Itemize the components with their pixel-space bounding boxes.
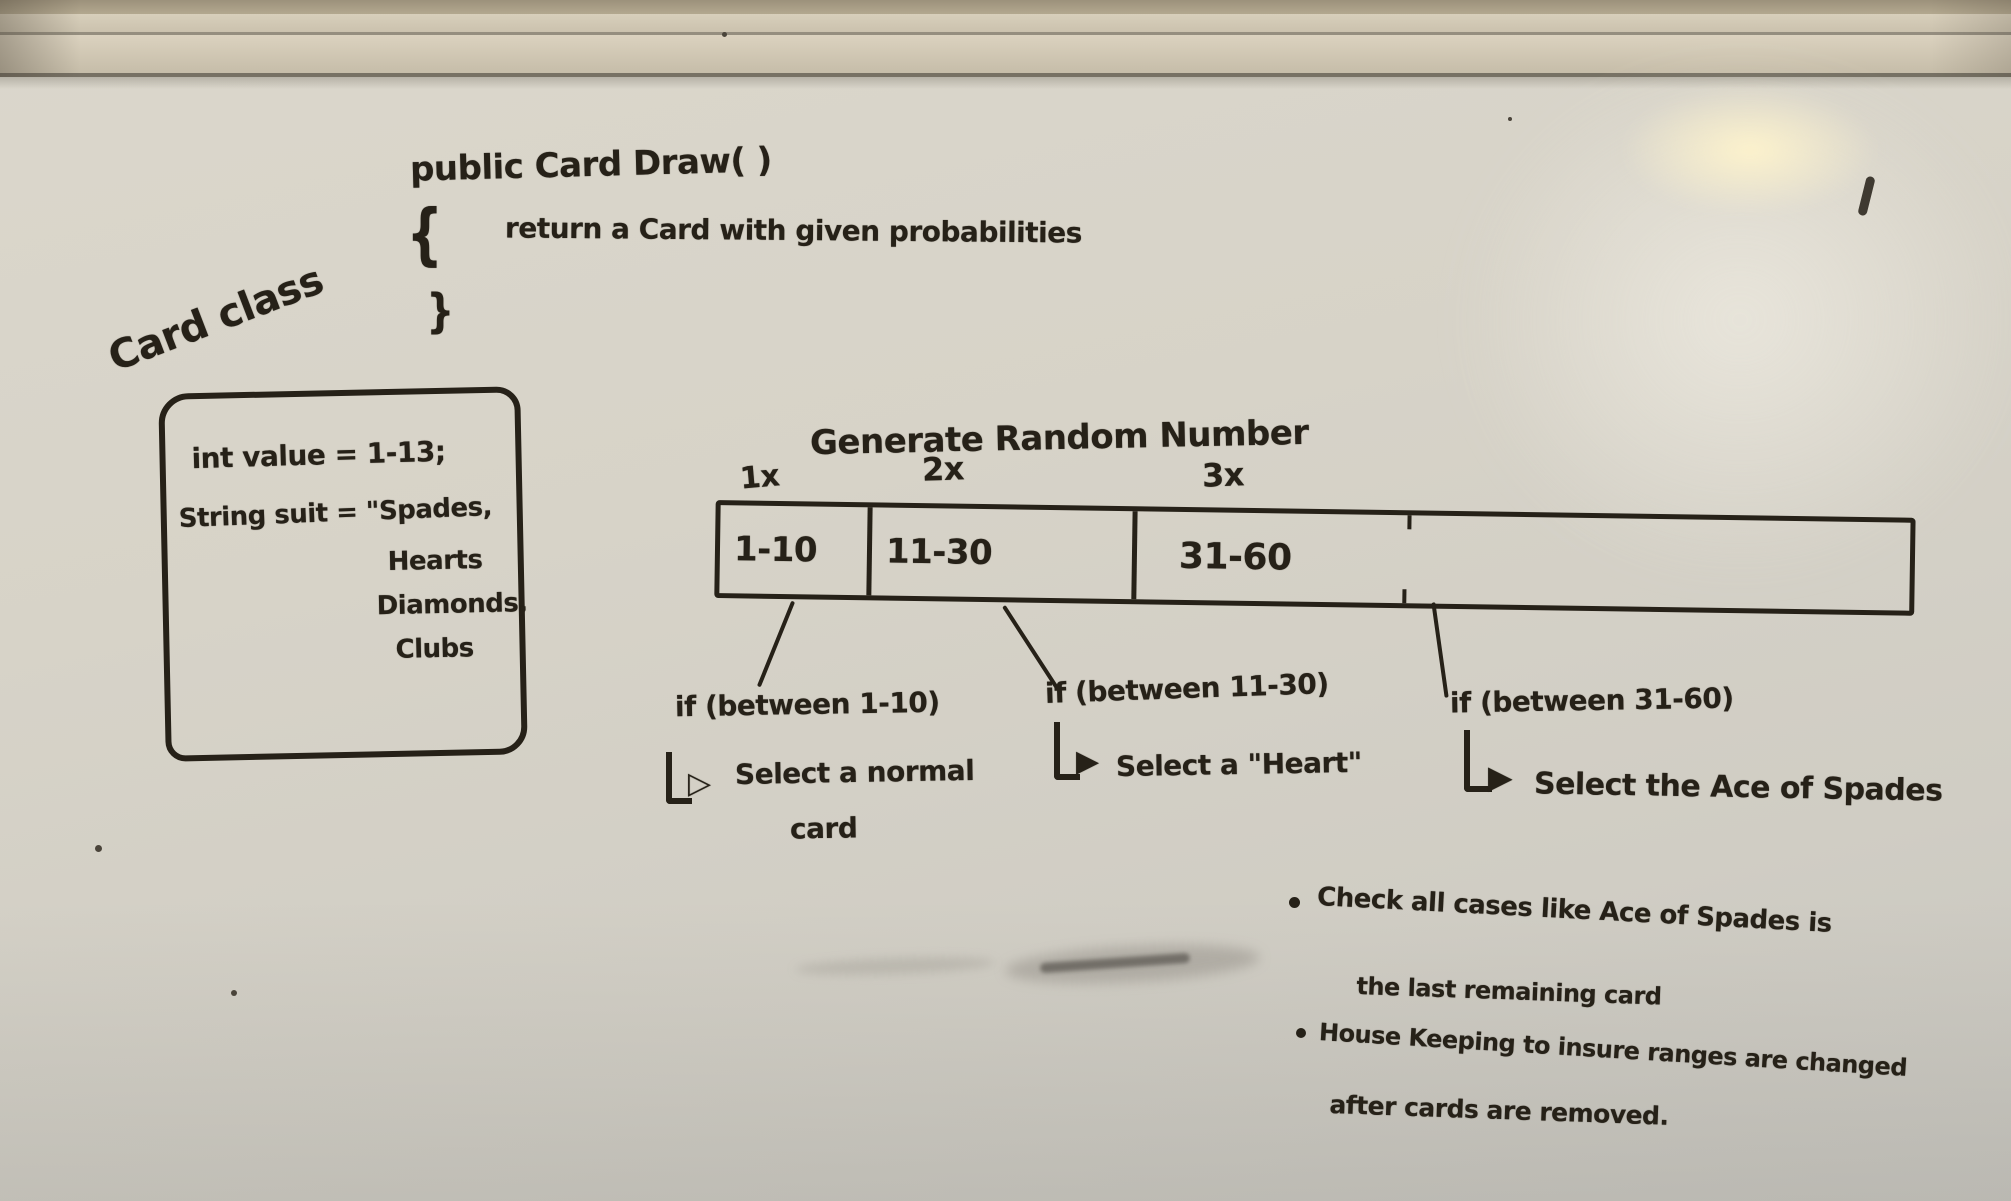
arrow-head-icon: ▶ (1488, 758, 1513, 796)
segment-range-label: 1-10 (733, 529, 818, 571)
bar-segment-31-60: 31-60 (1136, 511, 1910, 610)
bar-tick-mark (1407, 515, 1412, 530)
marker-speck (722, 32, 727, 37)
leader-line (1431, 602, 1449, 698)
multiplier-label-2x: 2x (921, 449, 965, 489)
bar-segment-1-10: 1-10 (719, 505, 873, 596)
branch-condition: if (between 11-30) (1044, 667, 1330, 710)
function-signature: public Card Draw( ) (409, 140, 773, 190)
open-brace: { (406, 196, 443, 274)
light-reflection-spot (1620, 85, 1880, 215)
probability-bar: 1-10 11-30 31-60 (714, 500, 1916, 616)
segment-range-label: 11-30 (885, 531, 993, 574)
card-class-box: int value = 1-13; String suit = "Spades,… (158, 386, 528, 762)
multiplier-label-1x: 1x (738, 458, 781, 497)
marker-speck (95, 845, 102, 852)
rail-groove (0, 32, 2011, 35)
return-arrow-icon (1054, 722, 1080, 780)
rail-shadow (0, 77, 2011, 89)
board-rail (0, 14, 2011, 32)
segment-range-label: 31-60 (1178, 535, 1292, 579)
return-arrow-icon (666, 752, 692, 804)
class-field-suit-clubs: Clubs (395, 633, 474, 665)
close-brace: } (426, 284, 454, 338)
branch-action: card (789, 811, 858, 846)
branch-action: Select a "Heart" (1115, 745, 1363, 784)
bar-tick-mark (1402, 589, 1407, 604)
arrow-head-icon: ▶ (1076, 744, 1099, 779)
return-arrow-icon (1464, 730, 1492, 792)
class-field-suit-hearts: Hearts (387, 545, 483, 578)
bar-segment-11-30: 11-30 (871, 507, 1138, 600)
card-class-title: Card class (102, 257, 330, 381)
bottom-shading (0, 900, 2011, 1201)
wall-strip (0, 0, 2011, 14)
branch-condition: if (between 1-10) (674, 685, 940, 724)
rail-bottom-edge (0, 73, 2011, 77)
rail-edge-shading (0, 0, 2011, 77)
class-field-suit: String suit = "Spades, (178, 492, 493, 535)
arrow-head-icon: ▷ (688, 766, 711, 801)
branch-condition: if (between 31-60) (1449, 681, 1734, 720)
branch-action: Select a normal (734, 753, 975, 792)
function-body-comment: return a Card with given probabilities (504, 211, 1083, 250)
branch-action: Select the Ace of Spades (1533, 766, 1943, 809)
marker-speck (231, 990, 237, 996)
leader-line (756, 600, 796, 688)
bullet-icon (1289, 897, 1300, 908)
bullet-icon (1296, 1028, 1306, 1038)
class-field-value: int value = 1-13; (191, 434, 446, 476)
marker-speck (1508, 117, 1512, 121)
multiplier-label-3x: 3x (1201, 455, 1245, 495)
class-field-suit-diamonds: Diamonds, (376, 588, 528, 622)
